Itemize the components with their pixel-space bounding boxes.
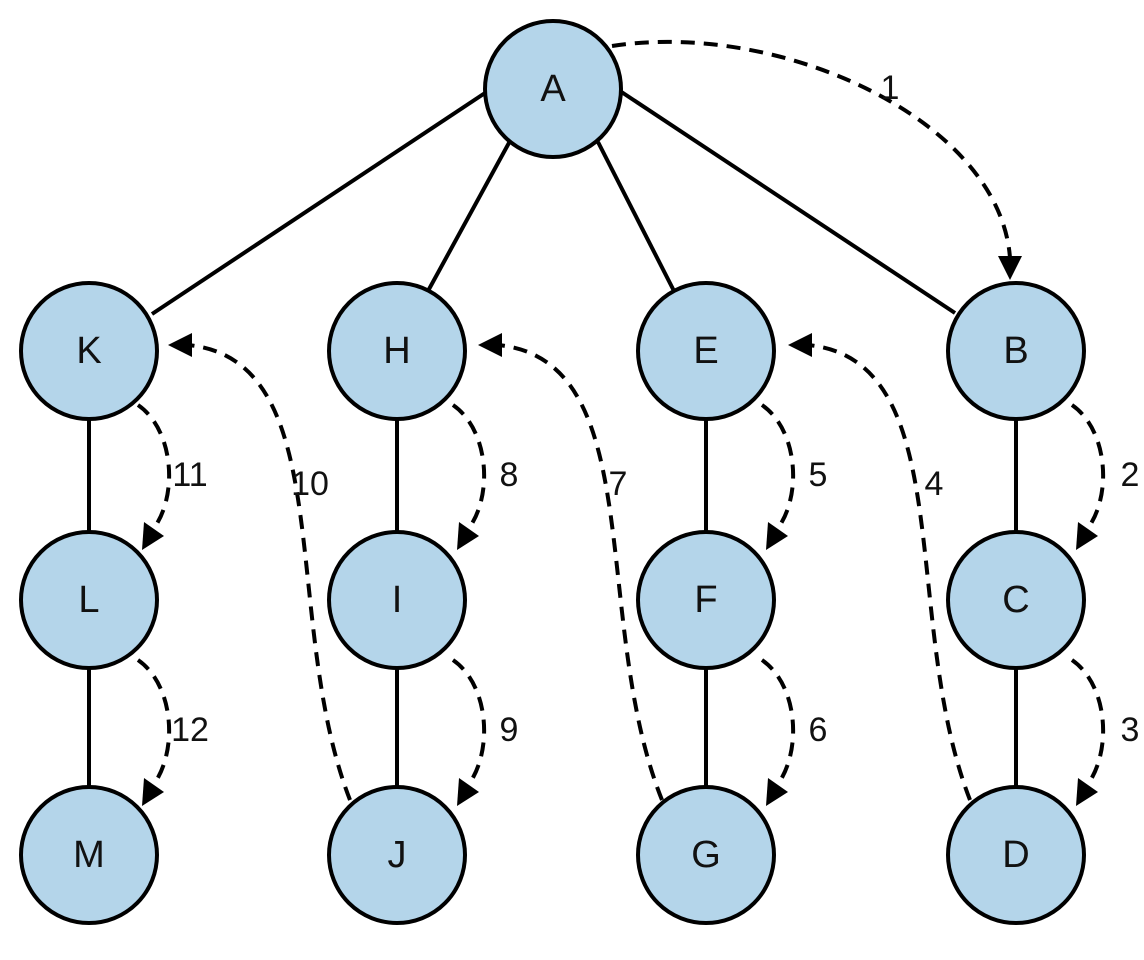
traversal-arrow-1	[611, 39, 1012, 259]
node-c: C	[946, 530, 1086, 670]
node-b: B	[946, 281, 1086, 421]
edge-a-e	[596, 141, 676, 292]
node-j: J	[327, 785, 467, 925]
tree-edges	[87, 89, 1018, 787]
node-label-h: H	[383, 330, 410, 372]
node-label-i: I	[392, 579, 403, 621]
arrowhead-9	[457, 778, 479, 806]
traversal-arrow-6	[760, 658, 796, 786]
traversal-arrow-9	[451, 658, 487, 786]
step-label-10: 10	[291, 465, 329, 503]
node-k: K	[19, 281, 159, 421]
traversal-arrow-4	[807, 343, 972, 801]
arrowhead-2	[1076, 522, 1098, 550]
arrowhead-4	[788, 333, 812, 357]
node-label-b: B	[1003, 330, 1028, 372]
node-f: F	[636, 530, 776, 670]
step-labels: 1 2 3 4 5 6 7 8 9 10 11 12	[171, 69, 1139, 749]
traversal-arrow-7	[497, 343, 664, 801]
arrowhead-1	[998, 256, 1022, 280]
node-a: A	[483, 19, 623, 159]
traversal-arrows	[136, 39, 1106, 806]
traversal-arrow-11	[136, 403, 172, 530]
step-label-1: 1	[881, 69, 900, 107]
step-label-8: 8	[500, 456, 519, 494]
edge-a-k	[150, 89, 490, 316]
node-label-d: D	[1002, 834, 1029, 876]
arrowhead-7	[478, 333, 502, 357]
node-label-a: A	[540, 68, 566, 110]
step-label-4: 4	[925, 465, 944, 503]
arrowhead-8	[457, 522, 479, 550]
arrowhead-11	[142, 522, 164, 550]
node-label-j: J	[388, 834, 407, 876]
step-label-11: 11	[172, 456, 207, 494]
arrowhead-6	[766, 778, 788, 806]
arrowhead-10	[168, 333, 192, 357]
node-m: M	[19, 785, 159, 925]
step-label-3: 3	[1121, 711, 1140, 749]
traversal-arrow-10	[187, 343, 352, 801]
node-label-f: F	[694, 579, 717, 621]
step-label-2: 2	[1121, 456, 1140, 494]
edge-a-h	[426, 140, 512, 292]
step-label-7: 7	[609, 465, 628, 503]
arrowhead-3	[1076, 778, 1098, 806]
node-label-k: K	[76, 330, 101, 372]
node-i: I	[327, 530, 467, 670]
arrowhead-12	[142, 778, 164, 806]
node-label-l: L	[78, 579, 99, 621]
node-label-g: G	[691, 834, 721, 876]
node-d: D	[946, 785, 1086, 925]
traversal-arrow-8	[451, 403, 487, 530]
step-label-9: 9	[500, 711, 519, 749]
step-label-5: 5	[809, 456, 828, 494]
node-e: E	[636, 281, 776, 421]
traversal-arrow-12	[136, 658, 172, 786]
tree-nodes: A K H E B L I F	[19, 19, 1086, 925]
traversal-arrow-2	[1070, 403, 1106, 530]
node-g: G	[636, 785, 776, 925]
node-l: L	[19, 530, 159, 670]
traversal-arrow-5	[760, 403, 796, 530]
node-h: H	[327, 281, 467, 421]
node-label-e: E	[693, 330, 718, 372]
node-label-c: C	[1002, 579, 1029, 621]
step-label-6: 6	[809, 711, 828, 749]
traversal-arrow-3	[1070, 658, 1106, 786]
edge-a-b	[618, 89, 957, 315]
node-label-m: M	[73, 834, 105, 876]
step-label-12: 12	[171, 711, 209, 749]
arrowhead-5	[766, 522, 788, 550]
